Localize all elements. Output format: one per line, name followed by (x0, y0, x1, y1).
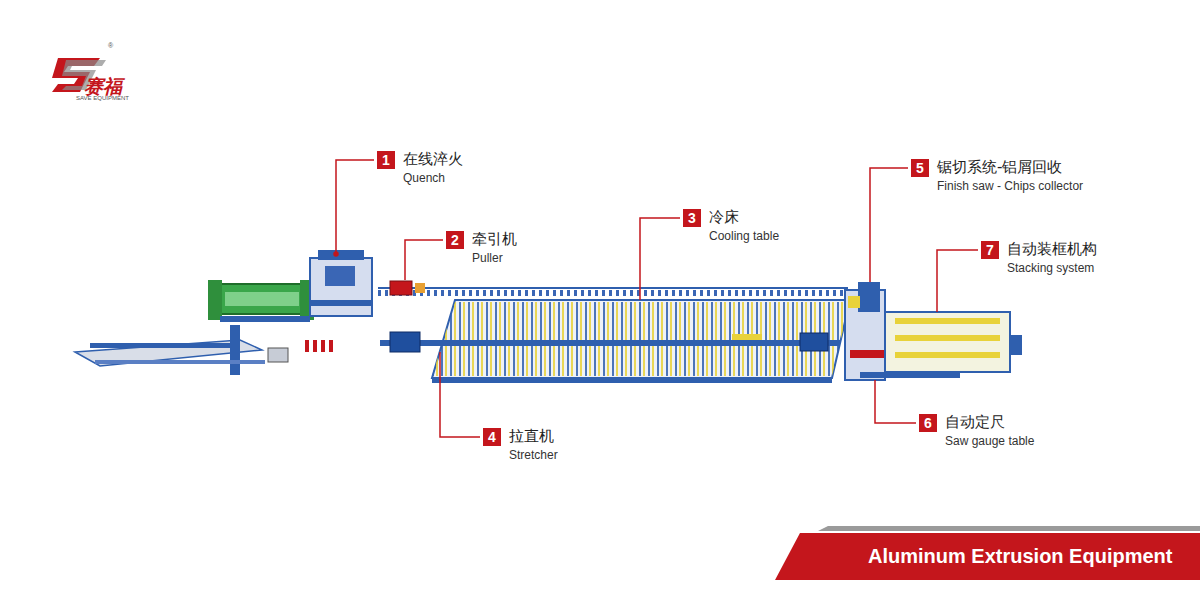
banner: Aluminum Extrusion Equipment (775, 533, 1200, 580)
puller-runout (378, 281, 848, 296)
callout-number: 3 (683, 209, 701, 227)
callout: 2 牵引机 Puller (446, 231, 519, 267)
quench-unit (310, 250, 372, 316)
callout: 7 自动装框机构 Stacking system (981, 241, 1099, 277)
banner-strip (818, 526, 1200, 531)
callout-title-zh: 自动定尺 (945, 413, 1005, 432)
callout-title-zh: 冷床 (709, 208, 739, 227)
callout-number: 2 (446, 231, 464, 249)
leader-lines (334, 160, 978, 437)
callout-number: 6 (919, 414, 937, 432)
callout-title-zh: 牵引机 (472, 230, 517, 249)
callout-title-zh: 在线淬火 (403, 150, 463, 169)
callout-number: 4 (483, 428, 501, 446)
callout-title-en: Cooling table (709, 229, 779, 243)
callout-title-zh: 自动装框机构 (1007, 240, 1097, 259)
callout-number: 5 (911, 159, 929, 177)
stretcher (380, 332, 840, 352)
logo-subtext: SAVE EQUIPMENT (76, 95, 129, 101)
callout-title-en: Stacking system (1007, 261, 1094, 275)
callout-number: 7 (981, 241, 999, 259)
callout: 3 冷床 Cooling table (683, 209, 782, 245)
registered-mark: ® (108, 42, 113, 49)
callout: 5 锯切系统-铝屑回收 Finish saw - Chips collector (911, 159, 1086, 195)
banner-title: Aluminum Extrusion Equipment (868, 545, 1172, 568)
callout-title-en: Saw gauge table (945, 434, 1034, 448)
callout: 1 在线淬火 Quench (377, 151, 465, 187)
callout-title-zh: 锯切系统-铝屑回收 (937, 158, 1062, 177)
callout-title-zh: 拉直机 (509, 427, 554, 446)
callout-title-en: Puller (472, 251, 503, 265)
callout: 6 自动定尺 Saw gauge table (919, 414, 1037, 450)
banner-band (775, 533, 1200, 580)
callout-title-en: Finish saw - Chips collector (937, 179, 1083, 193)
callout-title-en: Stretcher (509, 448, 558, 462)
callout: 4 拉直机 Stretcher (483, 428, 560, 464)
billet-loader (75, 325, 333, 375)
callout-number: 1 (377, 151, 395, 169)
extrusion-press (208, 280, 314, 322)
stacking-system (860, 312, 1022, 378)
callout-title-en: Quench (403, 171, 445, 185)
